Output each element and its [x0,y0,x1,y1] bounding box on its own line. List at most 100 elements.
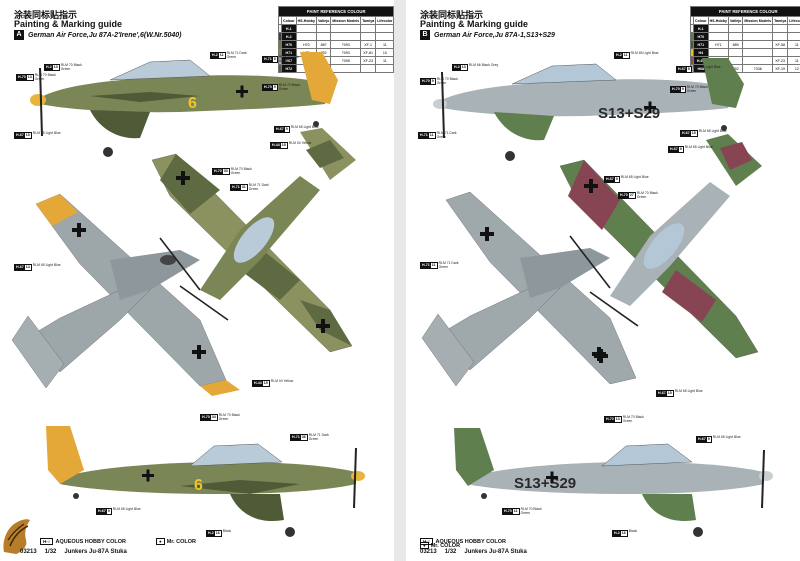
callout-caption: RLM 71 Dark Green [278,55,299,63]
callout-paint-code: H-67 [605,177,615,182]
variant-name: German Air Force,Ju 87A-1,S13+S29 [434,31,555,39]
sheet-title-cn: 涂装同标贴指示 [14,11,78,21]
aircraft-drawings: 6 [11,52,365,537]
callout-paint-code: H-44 [253,381,263,386]
paint-swatch [278,64,282,73]
paint-table-row: H-2 [278,32,394,41]
callout-paint-code: H-67 [97,509,107,514]
callout-number: 30 [222,169,229,174]
footer-brand-row: H-○AQUEOUS HOBBY COLOR [420,538,506,545]
paint-cell: 12 [787,64,800,73]
callout-caption: RLM 65 Light Blue [712,435,741,439]
callout-paint-code: H-67 [657,391,667,396]
kit-code: 03213 [420,549,437,555]
callout-number: 9 [272,57,277,62]
callout-caption: RLM 70 Black Green [230,167,252,175]
callout-caption: RLM 70 Black Green [34,73,56,81]
callout-caption: Black [222,529,232,533]
callout-paint-code: H-2 [211,53,219,58]
footer-kit-line: 03213 1/32 Junkers Ju-87A Stuka [420,549,527,555]
balkenkreuz-plan-camo-1 [584,179,598,193]
callout-number: 15 [690,131,697,136]
sheet-b: 涂装同标贴指示 Painting & Marking guide B Germa… [406,0,800,561]
side-profile-top: S13+S29 [433,58,744,161]
callout-caption: RLM 65 Light Blue [290,125,319,129]
callout-number: 9 [430,79,435,84]
kit-scale: 1/32 [444,549,457,555]
callout-number: 15 [666,391,673,396]
callout-paint-code: H-2 [207,531,215,536]
callout-number: 13 [460,65,467,70]
callout-caption: RLM 65 Light Blue [32,263,61,267]
callout-paint-code: H-67 [697,437,707,442]
callout-number: 9 [678,147,683,152]
variant-heading: A German Air Force,Ju 87A-2'Irene',6(W.N… [14,30,182,40]
callout-caption: Black [628,529,638,533]
callout-paint-code: H-71 [263,57,273,62]
sheet-title-en: Painting & Marking guide [14,19,123,29]
callout-paint-code: H-67 [15,133,25,138]
footer-kit-line: 03213 1/32 Junkers Ju-87A Stuka [20,549,127,555]
callout-number: 13 [26,75,33,80]
fuselage-code-top: S13+S29 [598,105,660,122]
plan-view-upper [421,191,637,387]
variant-letter: A [14,30,24,40]
callout-number: 27 [628,193,635,198]
paint-table-row: H-1 [278,24,394,33]
callout-paint-code: H-70 [421,79,431,84]
callout-paint-code: H-67 [669,147,679,152]
callout-caption: RLM 71 Dark Green [436,131,457,139]
callout-caption: RLM 65 Light Blue [698,129,727,133]
callout-number: 15 [280,143,287,148]
callout-number: 15 [24,133,31,138]
callout-paint-code: H-70 [17,75,27,80]
variant-letter: B [420,30,430,40]
sheet-title-en: Painting & Marking guide [420,19,529,29]
callout-caption: RLM 71 Dark Green [438,261,459,269]
footer-mr-color: ●Mr. COLOR [420,542,460,549]
callout-number: 9 [284,127,289,132]
kit-name: Junkers Ju-87A Stuka [64,549,127,555]
variant-name: German Air Force,Ju 87A-2'Irene',6(W.Nr.… [28,31,182,39]
callout-paint-code: H-67 [677,67,687,72]
balkenkreuz-plan-upper-1 [480,227,494,241]
callout-caption: RLM 70 Black Green [622,415,644,423]
balkenkreuz-plan-camo-2 [316,319,330,333]
callout-paint-code: H-71 [421,263,431,268]
footer-aqueous: H-○AQUEOUS HOBBY COLOR [420,538,506,545]
footer-aqueous: H-○AQUEOUS HOBBY COLOR [40,538,126,545]
callout-caption: RLM 70 Black Green [218,413,240,421]
callout-number: 13 [52,65,59,70]
callout-paint-code: H-70 [671,87,681,92]
callout-paint-code: H-71 [419,133,429,138]
callout-caption: RLM 70 Black Green [686,85,708,93]
callout-paint-code: H-70 [503,509,513,514]
balkenkreuz-plan-camo-2 [592,347,606,361]
callout-number: 31 [240,185,247,190]
balkenkreuz-side-bottom [546,471,558,484]
callout-paint-code: H-2 [45,65,53,70]
callout-paint-code: H-44 [271,143,281,148]
callout-number: 34 [210,415,217,420]
callout-caption: RLM 71 Dark Green [308,433,329,441]
callout-caption: RLM 70 Black Green [436,77,458,85]
callout-caption: RLM 65 Light Blue [692,65,721,69]
callout-paint-code: H-70 [201,415,211,420]
callout-caption: RLM 65 Light Blue [630,51,659,55]
